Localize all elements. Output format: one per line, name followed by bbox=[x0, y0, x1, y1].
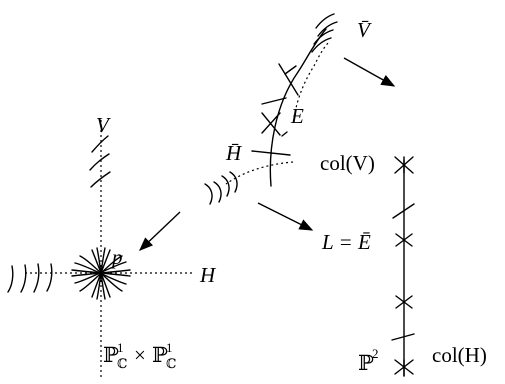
strict-transform-h bbox=[225, 161, 294, 185]
svg-text:ℂ: ℂ bbox=[166, 356, 176, 371]
svg-text:ℙ: ℙ bbox=[152, 343, 168, 367]
label-col-v: col(V) bbox=[320, 151, 375, 175]
exceptional-curve-e bbox=[269, 28, 327, 187]
curve-on-v bbox=[89, 153, 110, 171]
svg-text:ℂ: ℂ bbox=[117, 356, 127, 371]
label-h: H bbox=[199, 263, 217, 287]
curve-on-v bbox=[90, 171, 111, 188]
curve-on-h bbox=[7, 265, 14, 293]
label-p: p bbox=[110, 245, 123, 269]
label-h-bar: H̄ bbox=[225, 141, 243, 165]
svg-text:ℙ: ℙ bbox=[103, 343, 119, 367]
label-l-eq-e-bar: L = Ē bbox=[321, 230, 371, 254]
label-p1xp1: ℙ 1 ℂ × ℙ 1 ℂ bbox=[103, 340, 176, 371]
svg-text:1: 1 bbox=[117, 340, 124, 355]
label-e: E bbox=[290, 104, 304, 128]
pencil-through-p bbox=[71, 247, 131, 300]
curve-on-h bbox=[20, 264, 27, 293]
curve-on-h bbox=[46, 263, 53, 292]
arrow-to-p1xp1 bbox=[138, 211, 181, 251]
p2-surface bbox=[391, 156, 415, 377]
strict-transform-v bbox=[293, 42, 329, 118]
label-p2: ℙ 2 bbox=[358, 346, 379, 375]
label-v-bar: V̄ bbox=[357, 18, 372, 42]
svg-text:ℙ: ℙ bbox=[358, 351, 374, 375]
svg-text:×: × bbox=[134, 343, 146, 367]
svg-text:1: 1 bbox=[166, 340, 173, 355]
curve-on-h bbox=[33, 263, 40, 293]
arrow-to-p2 bbox=[257, 202, 314, 231]
label-col-h: col(H) bbox=[432, 343, 487, 367]
svg-text:2: 2 bbox=[372, 346, 379, 361]
label-v: V bbox=[96, 113, 111, 137]
curve-on-v bbox=[91, 135, 109, 153]
arrow-to-p2-top bbox=[343, 57, 396, 87]
p1xp1-surface bbox=[7, 120, 192, 380]
blowup-surface bbox=[204, 13, 338, 205]
